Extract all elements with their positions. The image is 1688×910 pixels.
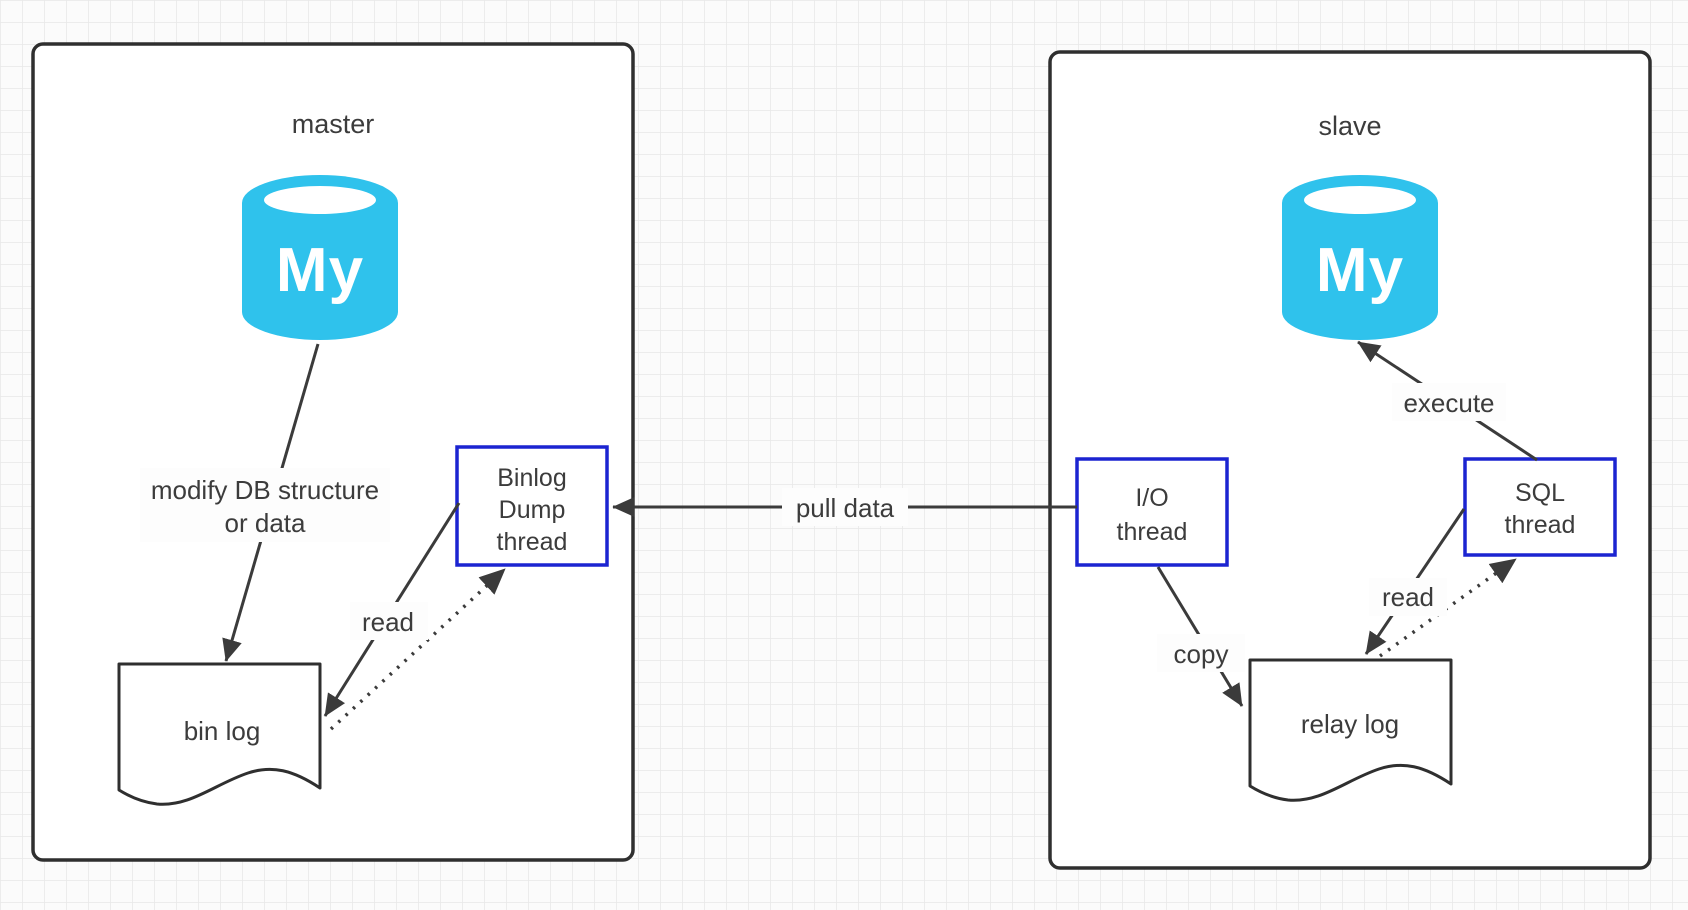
slave-group: slave My I/O thread SQL thread relay log [1048, 50, 1652, 870]
sql-thread-box [1463, 457, 1617, 557]
execute-edge-label: execute [1392, 383, 1506, 421]
binlog-dump-thread-line2: Dump [499, 496, 566, 524]
binlog-dump-thread-node: Binlog Dump thread [455, 445, 609, 567]
binlog-dump-thread-line3: thread [497, 528, 568, 556]
io-thread-node: I/O thread [1075, 457, 1229, 567]
io-thread-box [1075, 457, 1229, 567]
mysql-db-icon-master: My [242, 175, 398, 340]
mysql-logo-text: My [276, 236, 364, 305]
mysql-db-icon-slave: My [1282, 175, 1438, 340]
relay-log-label: relay log [1301, 709, 1399, 739]
bin-log-label: bin log [184, 716, 261, 746]
read-label-plate-master [350, 602, 428, 640]
pull-data-link: pull data [612, 488, 1077, 526]
master-group: master My bin log Binlog Dump thread mod… [31, 42, 635, 862]
pull-data-label: pull data [796, 493, 895, 523]
cylinder-top-face [1304, 186, 1416, 214]
copy-label-plate [1157, 634, 1245, 672]
binlog-dump-thread-box [455, 445, 609, 567]
read-edge-label-master: read [350, 602, 428, 640]
master-container-box [31, 42, 635, 862]
read-label-master: read [362, 607, 414, 637]
copy-edge-label: copy [1157, 634, 1245, 672]
sql-thread-line2: thread [1505, 511, 1576, 539]
mysql-cylinder-icon [1282, 175, 1438, 340]
copy-label: copy [1174, 639, 1229, 669]
mysql-cylinder-icon [242, 175, 398, 340]
read-label-slave: read [1382, 582, 1434, 612]
execute-label-plate [1392, 383, 1506, 421]
binlog-dump-thread-line1: Binlog [497, 464, 567, 492]
relay-log-node: relay log [1248, 658, 1453, 802]
io-thread-line1: I/O [1135, 484, 1168, 512]
modify-label-line1: modify DB structure [151, 475, 379, 505]
sql-thread-line1: SQL [1515, 479, 1565, 507]
modify-label-line2: or data [225, 508, 306, 538]
read-label-plate-slave [1369, 578, 1447, 616]
mysql-logo-text: My [1316, 236, 1404, 305]
bin-log-node: bin log [117, 662, 322, 806]
cylinder-top-face [264, 186, 376, 214]
pull-data-label-plate [782, 488, 908, 526]
modify-label-plate [140, 468, 390, 542]
modify-db-edge-label: modify DB structure or data [140, 468, 390, 542]
read-edge-label-slave: read [1369, 578, 1447, 616]
sql-thread-node: SQL thread [1463, 457, 1617, 557]
slave-title: slave [1318, 111, 1381, 141]
io-thread-line2: thread [1117, 518, 1188, 546]
master-title: master [292, 109, 375, 139]
execute-label: execute [1403, 388, 1494, 418]
